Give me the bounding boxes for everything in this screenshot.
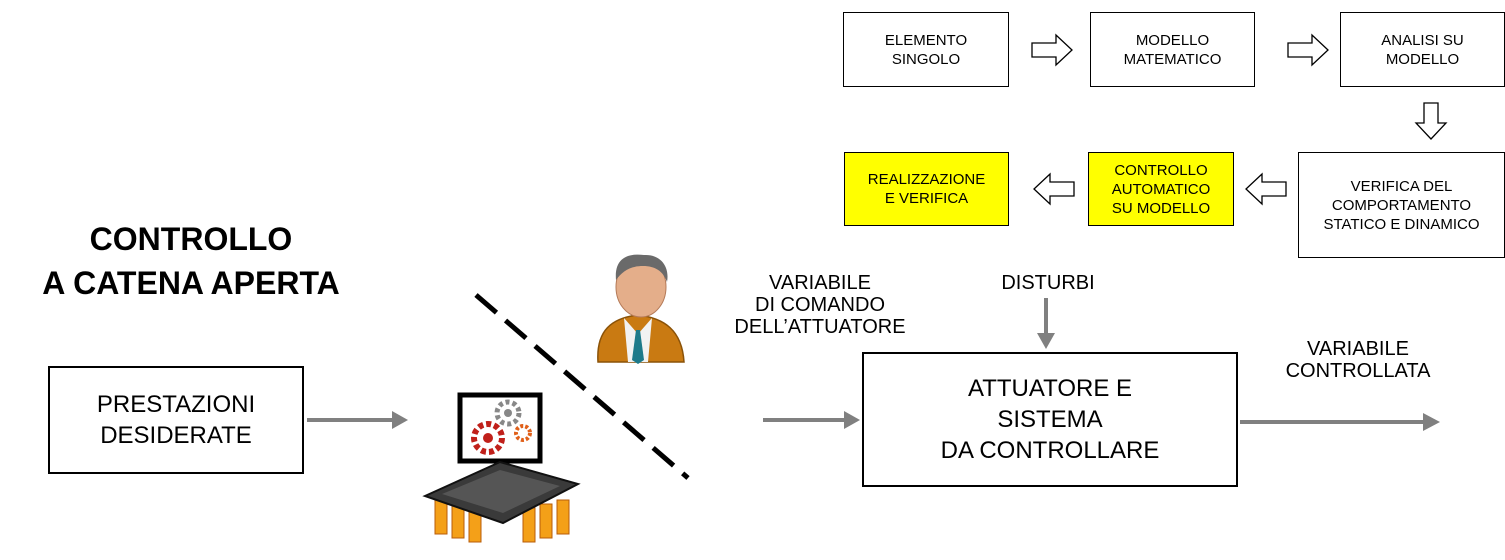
flow-step-realizzazione-verifica: REALIZZAZIONE E VERIFICA [844,152,1009,226]
system-box-attuatore-sistema: ATTUATORE E SISTEMA DA CONTROLLARE [862,352,1238,487]
hollow-arrow-left-icon [1245,172,1287,206]
flow-step-modello-matematico: MODELLO MATEMATICO [1090,12,1255,87]
diagram-title: CONTROLLO A CATENA APERTA [42,221,340,301]
hollow-arrow-left-icon [1033,172,1075,206]
dashed-separator-line [474,293,690,480]
flow-step-analisi-su-modello: ANALISI SU MODELLO [1340,12,1505,87]
businessman-icon [597,254,685,364]
flow-step-elemento-singolo: ELEMENTO SINGOLO [843,12,1009,87]
output-variable-label: VARIABILE CONTROLLATA [1285,338,1431,382]
disturbance-label: DISTURBI [1001,272,1095,294]
input-box-prestazioni-desiderate: PRESTAZIONI DESIDERATE [48,366,304,474]
flow-step-controllo-automatico: CONTROLLO AUTOMATICO SU MODELLO [1088,152,1234,226]
hollow-arrow-right-icon [1031,33,1073,67]
command-variable-label: VARIABILE DI COMANDO DELL’ATTUATORE [734,272,906,338]
microchip-gears-icon [422,392,581,543]
hollow-arrow-right-icon [1287,33,1329,67]
hollow-arrow-down-icon [1414,102,1448,140]
